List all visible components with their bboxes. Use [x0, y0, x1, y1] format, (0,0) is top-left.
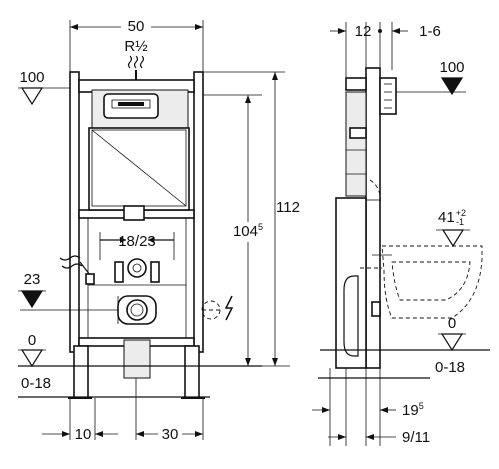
bottom-right-label: 30: [162, 426, 179, 443]
level-41-sub: -1: [456, 217, 464, 227]
height-112-label: 112: [276, 199, 300, 216]
level-triangle-icon: [440, 333, 464, 352]
bottom-19-sup: 5: [419, 401, 424, 411]
connection-label: R½: [124, 38, 148, 55]
level-triangle-icon: [20, 87, 44, 106]
side-level-0-label: 0: [448, 315, 456, 332]
level-100-marker: 100: [18, 69, 70, 106]
level-41-marker: 41+2-1: [436, 208, 470, 248]
connection-section: 18/23: [87, 218, 187, 379]
level-filled-triangle-icon: [20, 290, 44, 309]
level-41-label: 41: [438, 209, 455, 226]
level-triangle-icon: [20, 349, 44, 368]
level-41-sup: +2: [456, 208, 466, 218]
level-100-label: 100: [19, 69, 44, 86]
side-bottom-dimensions: 195 9/11: [312, 368, 430, 446]
toilet-bowl-outline: [360, 245, 483, 319]
level-range-label: 0-18: [21, 375, 51, 392]
height-104-label: 104: [233, 223, 258, 240]
side-view: 12 1-6: [312, 22, 490, 446]
depth-range-label: 1-6: [419, 23, 441, 40]
height-104-sup: 5: [258, 222, 263, 232]
svg-text:195: 195: [402, 401, 424, 419]
svg-text:1045: 1045: [233, 222, 263, 240]
bottom-dimensions: 10 30: [42, 378, 204, 443]
side-level-0-marker: 0 0-18: [318, 315, 490, 379]
bottom-left-label: 10: [75, 426, 92, 443]
spacing-label: 18/23: [118, 233, 156, 250]
water-connection: R½: [124, 38, 148, 80]
front-view: 50 R½: [18, 16, 300, 443]
width-label: 50: [128, 18, 145, 35]
side-level-100-marker: 100: [396, 59, 466, 96]
water-supply-icon: [59, 255, 81, 261]
depth-dimensions: 12 1-6: [330, 22, 441, 82]
level-23-marker: 23: [18, 271, 118, 311]
level-0-marker: 0 0-18: [18, 332, 262, 398]
electric-icon: [224, 295, 234, 321]
level-23-label: 23: [24, 271, 41, 288]
width-dimension: 50: [69, 16, 204, 72]
cistern: [88, 89, 190, 221]
level-0-label: 0: [28, 332, 36, 349]
electrical-connection: [201, 295, 234, 321]
side-level-100-label: 100: [439, 59, 464, 76]
bottom-9-11-label: 9/11: [402, 429, 430, 446]
level-triangle-icon: [441, 229, 465, 248]
height-dimensions: 1045 112: [203, 71, 300, 367]
side-level-range-label: 0-18: [435, 359, 465, 376]
level-filled-triangle-icon: [440, 77, 464, 96]
svg-text:41+2-1: 41+2-1: [438, 208, 466, 227]
frame-profile: [335, 67, 397, 369]
water-inlet-icon: [127, 55, 133, 69]
depth-12-label: 12: [355, 23, 372, 40]
bottom-19-label: 19: [402, 402, 419, 419]
